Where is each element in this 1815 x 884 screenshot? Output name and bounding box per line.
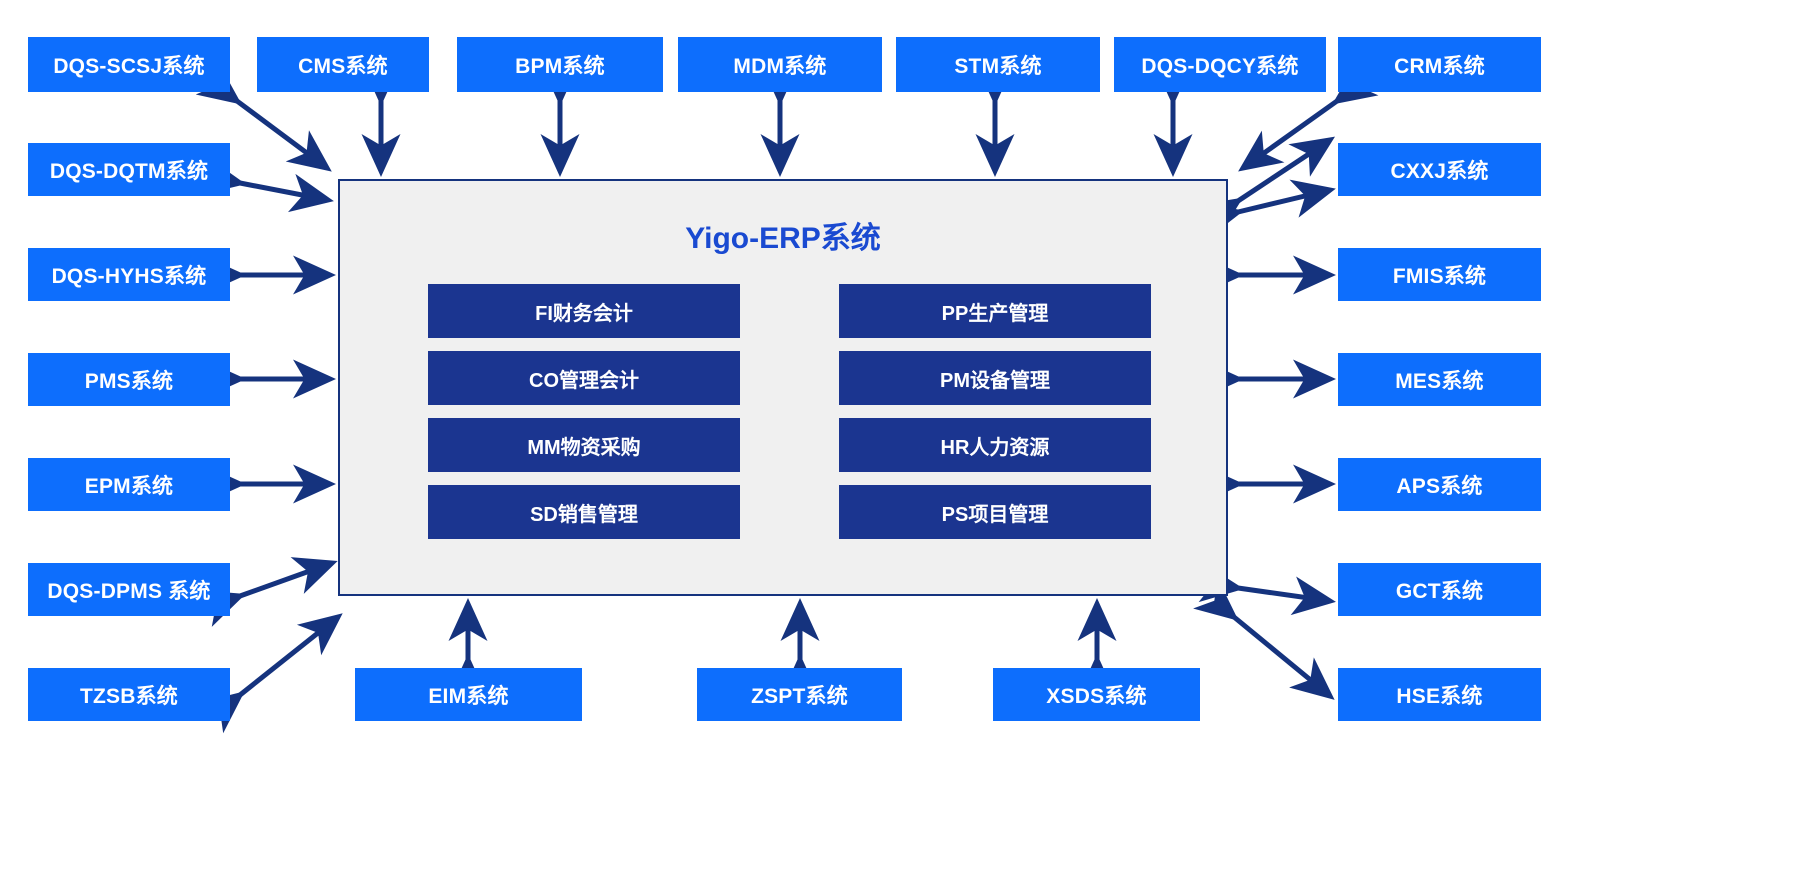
- system-box-dqs-hyhs[interactable]: DQS-HYHS系统: [28, 248, 230, 301]
- module-co[interactable]: CO管理会计: [428, 351, 740, 405]
- connector-tzsb: [198, 613, 343, 734]
- connector-hse: [1193, 578, 1335, 700]
- module-sd[interactable]: SD销售管理: [428, 485, 740, 539]
- system-box-aps[interactable]: APS系统: [1338, 458, 1541, 511]
- connector-fmis: [1197, 179, 1336, 240]
- module-pp[interactable]: PP生产管理: [839, 284, 1151, 338]
- system-box-mes[interactable]: MES系统: [1338, 353, 1541, 406]
- system-box-zspt[interactable]: ZSPT系统: [697, 668, 902, 721]
- module-column-right: PP生产管理 PM设备管理 HR人力资源 PS项目管理: [839, 284, 1151, 552]
- system-box-crm[interactable]: CRM系统: [1338, 37, 1541, 92]
- module-mm[interactable]: MM物资采购: [428, 418, 740, 472]
- connector-gct2: [1198, 563, 1336, 616]
- connector-dqs-dpms: [198, 557, 338, 627]
- system-box-pms[interactable]: PMS系统: [28, 353, 230, 406]
- connector-cxxj: [1196, 136, 1336, 238]
- center-panel-yigo-erp: Yigo-ERP系统 FI财务会计 CO管理会计 MM物资采购 SD销售管理 P…: [338, 179, 1228, 596]
- system-box-xsds[interactable]: XSDS系统: [993, 668, 1200, 721]
- system-box-dqs-dqtm[interactable]: DQS-DQTM系统: [28, 143, 230, 196]
- system-box-mdm[interactable]: MDM系统: [678, 37, 882, 92]
- connector-dqs-scsj: [195, 63, 332, 172]
- system-box-tzsb[interactable]: TZSB系统: [28, 668, 230, 721]
- system-box-fmis[interactable]: FMIS系统: [1338, 248, 1541, 301]
- module-column-left: FI财务会计 CO管理会计 MM物资采购 SD销售管理: [428, 284, 740, 552]
- system-box-eim[interactable]: EIM系统: [355, 668, 582, 721]
- system-box-dqs-dqcy[interactable]: DQS-DQCY系统: [1114, 37, 1326, 92]
- system-box-hse[interactable]: HSE系统: [1338, 668, 1541, 721]
- module-ps[interactable]: PS项目管理: [839, 485, 1151, 539]
- connector-dqs-dqtm: [199, 156, 334, 213]
- system-box-stm[interactable]: STM系统: [896, 37, 1100, 92]
- module-pm[interactable]: PM设备管理: [839, 351, 1151, 405]
- connector-crm: [1238, 63, 1379, 172]
- system-box-dqs-scsj[interactable]: DQS-SCSJ系统: [28, 37, 230, 92]
- system-box-cxxj[interactable]: CXXJ系统: [1338, 143, 1541, 196]
- module-hr[interactable]: HR人力资源: [839, 418, 1151, 472]
- system-box-epm[interactable]: EPM系统: [28, 458, 230, 511]
- system-box-dqs-dpms[interactable]: DQS-DPMS 系统: [28, 563, 230, 616]
- system-box-gct[interactable]: GCT系统: [1338, 563, 1541, 616]
- center-panel-title: Yigo-ERP系统: [685, 222, 881, 255]
- module-fi[interactable]: FI财务会计: [428, 284, 740, 338]
- system-box-bpm[interactable]: BPM系统: [457, 37, 663, 92]
- system-box-cms[interactable]: CMS系统: [257, 37, 429, 92]
